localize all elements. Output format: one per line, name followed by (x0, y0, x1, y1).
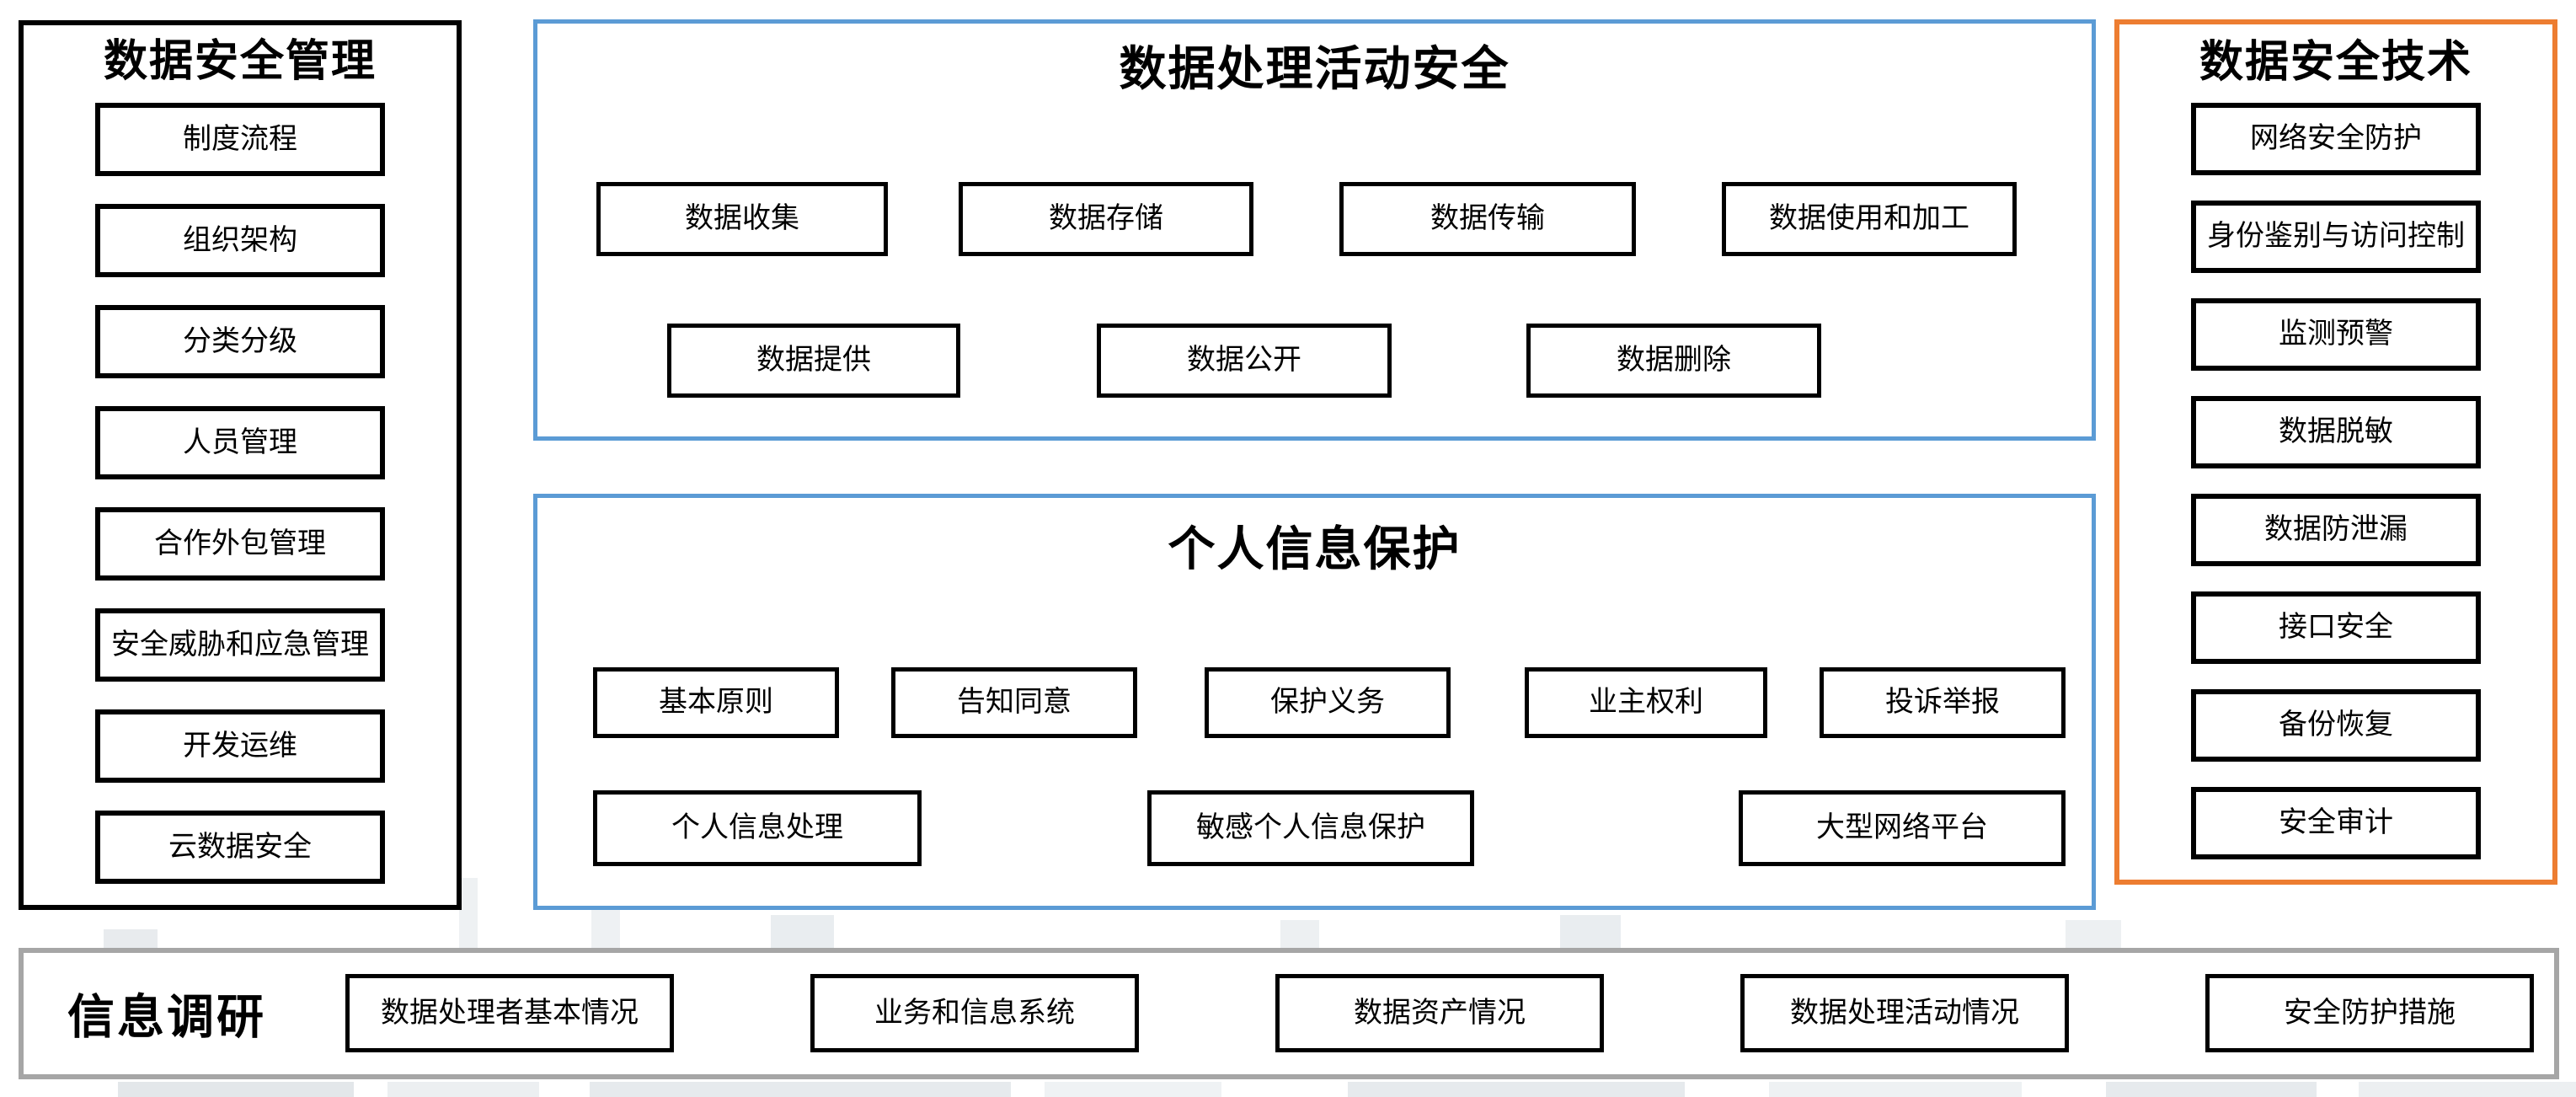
management-item-label: 安全威胁和应急管理 (111, 628, 369, 661)
processing-item-label: 数据删除 (1617, 344, 1731, 377)
technology-item-label: 安全审计 (2279, 806, 2393, 839)
personal-item-box: 大型网络平台 (1739, 790, 2066, 866)
research-item-box: 安全防护措施 (2205, 974, 2534, 1052)
research-item-box: 数据处理活动情况 (1740, 974, 2069, 1052)
processing-item-box: 数据使用和加工 (1722, 182, 2017, 256)
technology-item-box: 数据脱敏 (2191, 396, 2481, 468)
management-item-box: 开发运维 (95, 709, 385, 783)
research-item-label: 安全防护措施 (2284, 996, 2456, 1029)
management-item-box: 安全威胁和应急管理 (95, 608, 385, 682)
personal-item-label: 个人信息处理 (671, 811, 843, 844)
background-watermark (459, 878, 478, 948)
background-watermark (387, 1082, 539, 1097)
panel-data-security-technology: 数据安全技术 网络安全防护 身份鉴别与访问控制 监测预警 数据脱敏 数据防泄漏 … (2114, 19, 2557, 885)
panel-information-research: 信息调研 数据处理者基本情况 业务和信息系统 数据资产情况 数据处理活动情况 安… (19, 948, 2559, 1079)
technology-item-label: 身份鉴别与访问控制 (2207, 220, 2465, 253)
processing-item-box: 数据传输 (1339, 182, 1636, 256)
background-watermark (2359, 1082, 2576, 1097)
processing-item-box: 数据收集 (596, 182, 888, 256)
background-watermark (1769, 1082, 2022, 1097)
panel-title-management: 数据安全管理 (103, 37, 377, 86)
management-item-box: 云数据安全 (95, 811, 385, 884)
personal-item-box: 业主权利 (1525, 667, 1767, 738)
technology-item-box: 安全审计 (2191, 787, 2481, 859)
processing-item-label: 数据传输 (1430, 202, 1545, 235)
processing-item-box: 数据公开 (1097, 324, 1392, 398)
research-item-label: 数据处理活动情况 (1790, 996, 2019, 1029)
processing-item-label: 数据公开 (1187, 344, 1301, 377)
management-item-label: 组织架构 (183, 223, 297, 256)
research-item-label: 数据资产情况 (1354, 996, 1526, 1029)
panel-title-personal: 个人信息保护 (1168, 522, 1462, 575)
personal-item-label: 基本原则 (659, 686, 773, 719)
technology-item-box: 网络安全防护 (2191, 103, 2481, 175)
personal-item-box: 投诉举报 (1820, 667, 2066, 738)
technology-item-label: 网络安全防护 (2250, 122, 2422, 155)
personal-item-label: 投诉举报 (1885, 686, 2000, 719)
technology-item-box: 身份鉴别与访问控制 (2191, 201, 2481, 273)
technology-item-label: 备份恢复 (2279, 709, 2393, 741)
management-item-label: 云数据安全 (168, 830, 312, 863)
management-item-label: 合作外包管理 (154, 527, 326, 559)
processing-item-label: 数据存储 (1049, 202, 1163, 235)
panel-data-processing-activity-security: 数据处理活动安全 数据收集 数据存储 数据传输 数据使用和加工 数据提供 数据公… (533, 19, 2096, 441)
panel-personal-information-protection: 个人信息保护 基本原则 告知同意 保护义务 业主权利 投诉举报 个人信息处理 敏… (533, 494, 2096, 910)
technology-item-box: 数据防泄漏 (2191, 494, 2481, 566)
technology-item-label: 接口安全 (2279, 611, 2393, 644)
technology-item-box: 监测预警 (2191, 298, 2481, 371)
management-item-box: 制度流程 (95, 103, 385, 176)
research-item-box: 业务和信息系统 (810, 974, 1139, 1052)
research-item-box: 数据处理者基本情况 (345, 974, 674, 1052)
background-watermark (1045, 1082, 1221, 1097)
research-item-box: 数据资产情况 (1275, 974, 1604, 1052)
processing-item-box: 数据存储 (959, 182, 1253, 256)
panel-data-security-management: 数据安全管理 制度流程 组织架构 分类分级 人员管理 合作外包管理 安全威胁和应… (19, 20, 462, 910)
technology-item-label: 数据防泄漏 (2264, 513, 2408, 546)
personal-item-label: 敏感个人信息保护 (1196, 811, 1425, 844)
background-watermark (1560, 915, 1621, 948)
background-watermark (2106, 1082, 2317, 1097)
personal-item-box: 基本原则 (593, 667, 839, 738)
personal-item-box: 告知同意 (891, 667, 1137, 738)
management-item-label: 分类分级 (183, 324, 297, 357)
panel-title-technology: 数据安全技术 (2199, 38, 2472, 87)
processing-item-label: 数据收集 (685, 202, 799, 235)
processing-item-box: 数据提供 (667, 324, 960, 398)
background-watermark (104, 929, 158, 948)
processing-item-label: 数据使用和加工 (1769, 202, 1969, 235)
management-item-label: 人员管理 (183, 425, 297, 458)
personal-item-box: 保护义务 (1205, 667, 1451, 738)
research-item-label: 数据处理者基本情况 (381, 996, 639, 1029)
background-watermark (2066, 920, 2121, 948)
technology-item-box: 备份恢复 (2191, 689, 2481, 762)
background-watermark (1348, 1082, 1685, 1097)
background-watermark (590, 1082, 1011, 1097)
management-item-box: 组织架构 (95, 204, 385, 277)
personal-item-box: 个人信息处理 (593, 790, 922, 866)
processing-item-box: 数据删除 (1526, 324, 1821, 398)
research-item-label: 业务和信息系统 (874, 996, 1075, 1029)
panel-title-research: 信息调研 (67, 990, 266, 1044)
background-watermark (1280, 920, 1319, 948)
background-watermark (771, 915, 834, 948)
management-item-label: 制度流程 (183, 122, 297, 155)
personal-item-label: 业主权利 (1589, 686, 1703, 719)
personal-item-box: 敏感个人信息保护 (1147, 790, 1474, 866)
technology-item-label: 监测预警 (2279, 318, 2393, 351)
management-item-box: 分类分级 (95, 305, 385, 378)
background-watermark (118, 1082, 354, 1097)
management-item-label: 开发运维 (183, 729, 297, 762)
technology-item-box: 接口安全 (2191, 591, 2481, 664)
personal-item-label: 告知同意 (957, 686, 1072, 719)
personal-item-label: 大型网络平台 (1816, 811, 1988, 844)
processing-item-label: 数据提供 (756, 344, 871, 377)
personal-item-label: 保护义务 (1270, 686, 1385, 719)
management-item-box: 合作外包管理 (95, 507, 385, 581)
management-item-box: 人员管理 (95, 406, 385, 479)
panel-title-processing: 数据处理活动安全 (1119, 42, 1510, 95)
technology-item-label: 数据脱敏 (2279, 415, 2393, 448)
